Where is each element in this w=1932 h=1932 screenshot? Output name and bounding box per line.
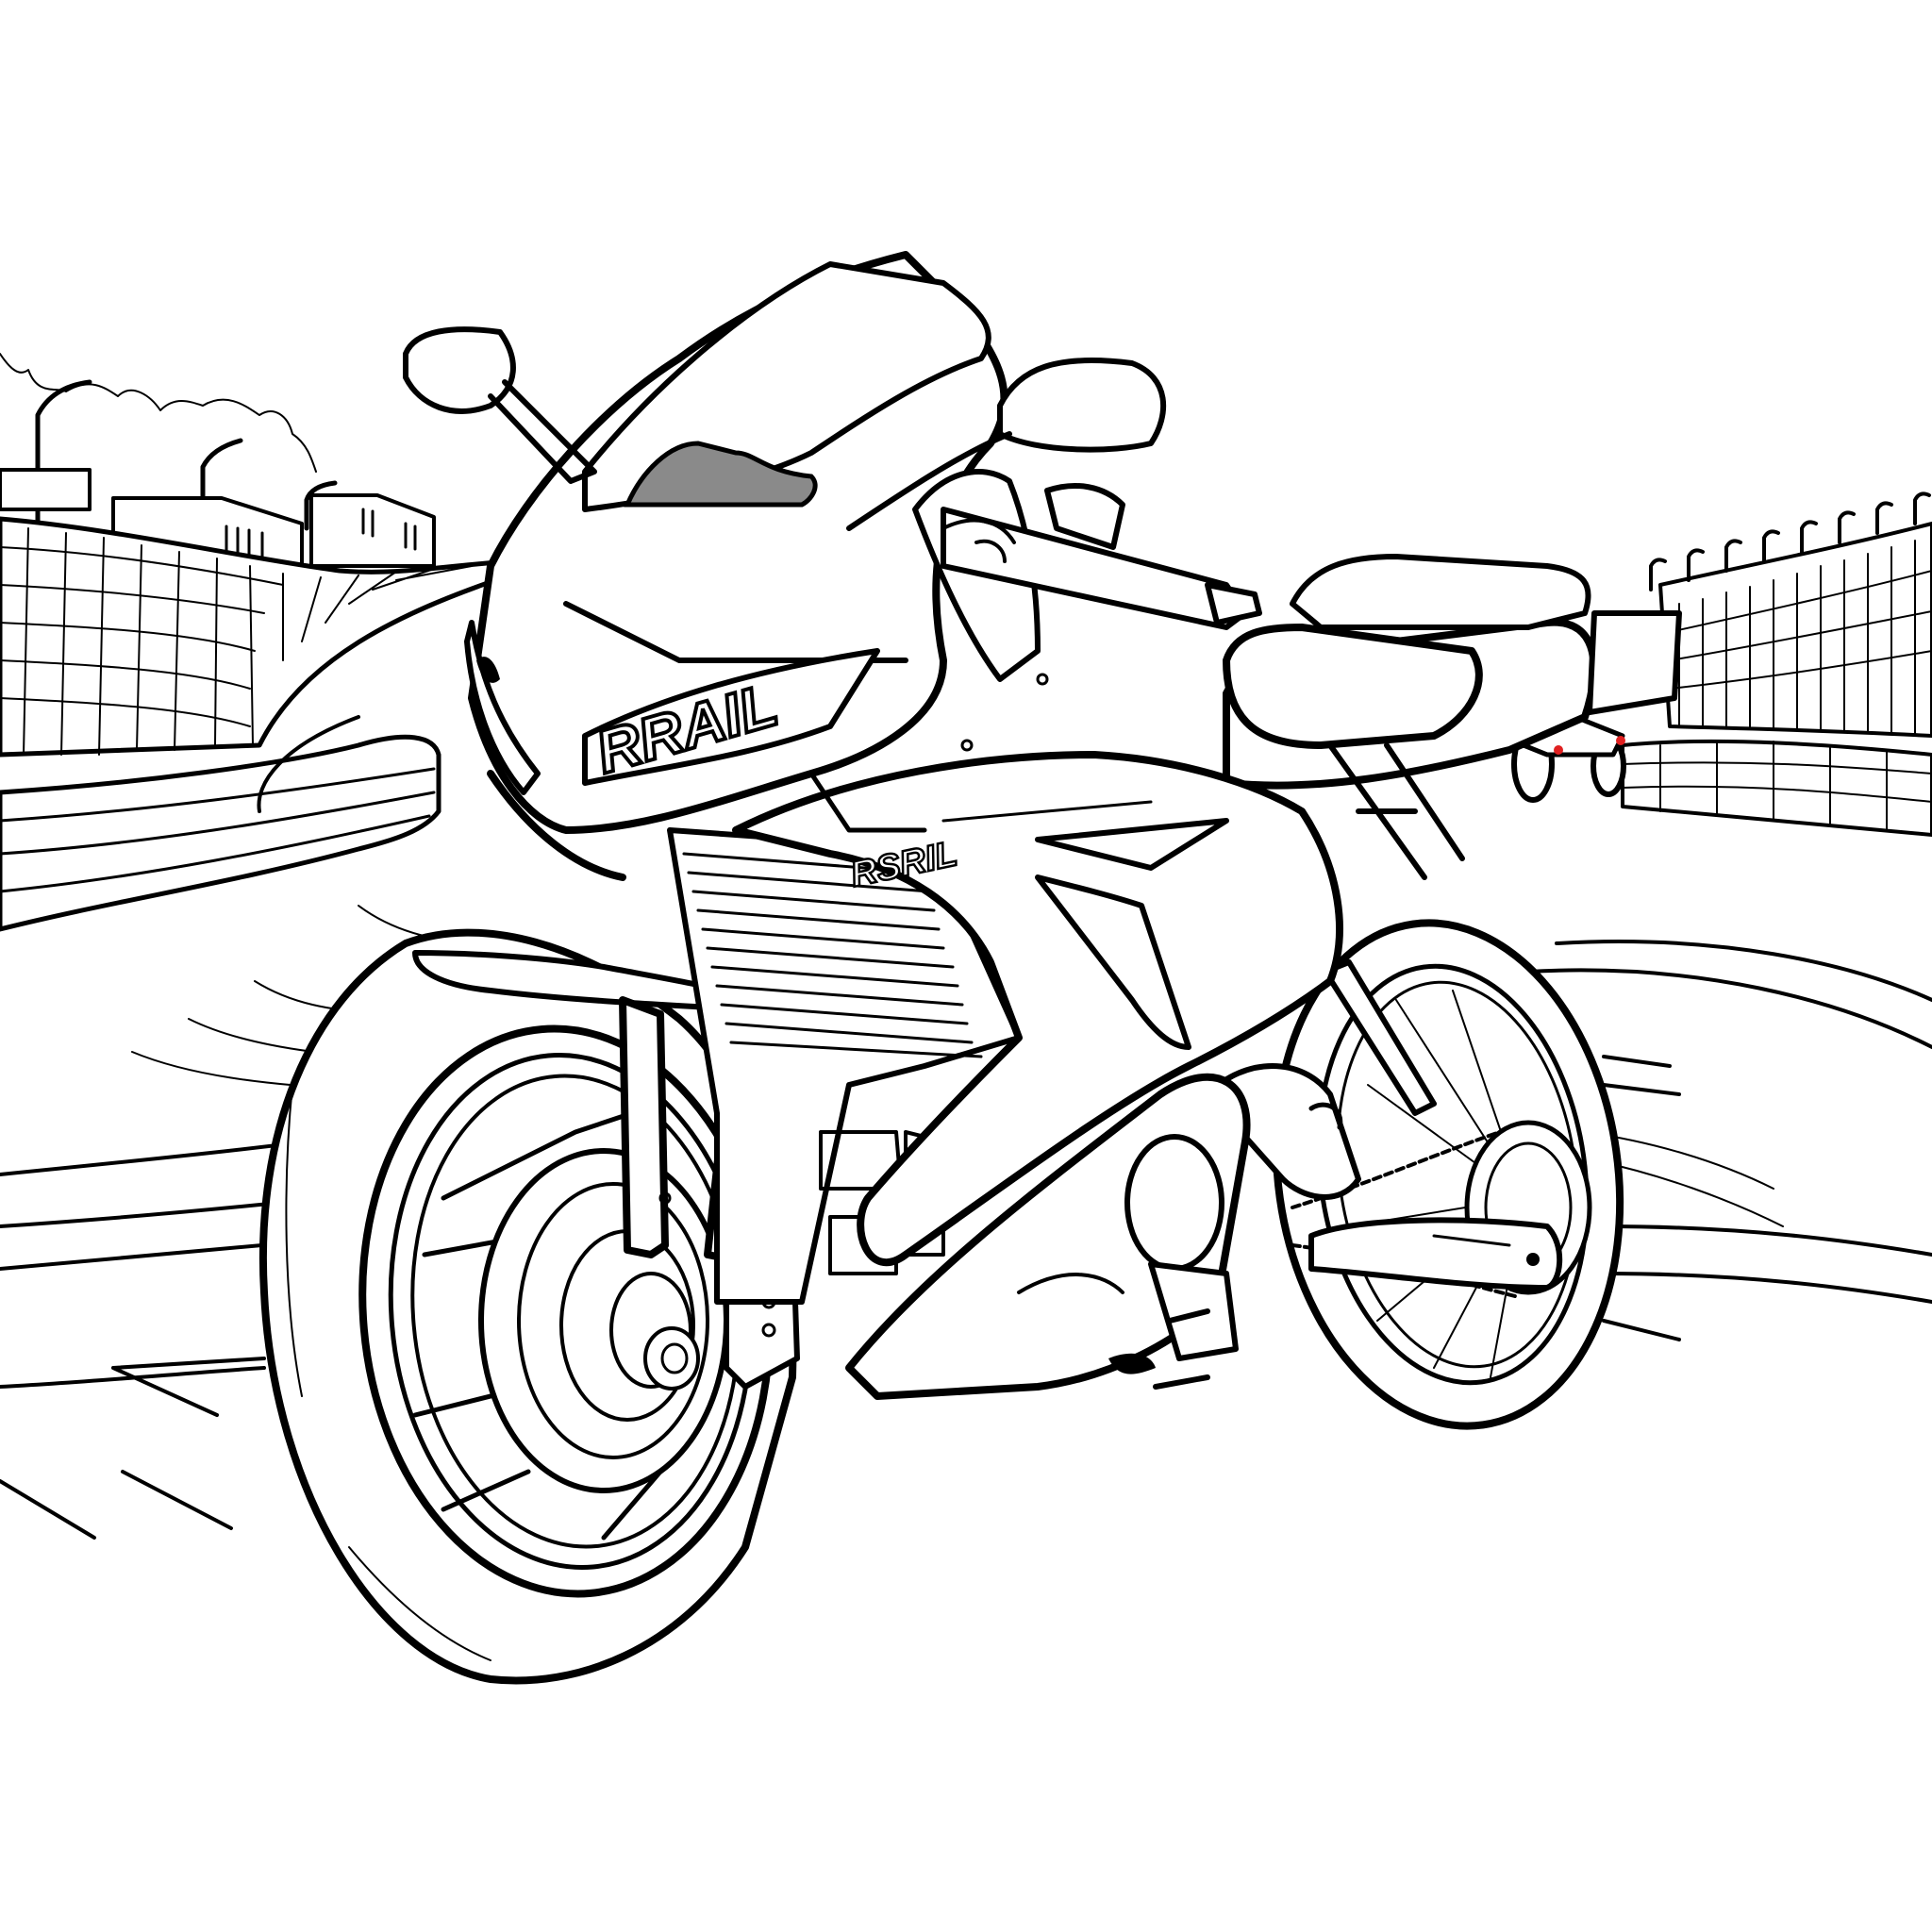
swingarm [1308, 1217, 1563, 1291]
mirror-right [997, 358, 1166, 453]
radiator-fins [682, 852, 983, 1058]
fairing-vent [1035, 818, 1229, 871]
barrier-wall-left [0, 734, 441, 932]
license-plate [1587, 610, 1682, 715]
footpeg-bracket [1148, 1261, 1239, 1361]
fence-mesh [0, 527, 473, 756]
logo-plate [582, 648, 880, 786]
engine-cover [1124, 1134, 1224, 1272]
fairing-vent-lower [1035, 874, 1191, 1050]
street-lamp-icon [200, 438, 243, 503]
mirrors [403, 326, 1166, 531]
brake-lever [1044, 483, 1125, 550]
front-fork-left [619, 996, 669, 1258]
mirror-left [403, 326, 516, 414]
tail-section [1223, 554, 1682, 880]
rear-wheel [1272, 919, 1624, 1430]
street-lamp-icon [304, 480, 338, 531]
rear-shock [1323, 959, 1437, 1116]
rear-seat [1290, 554, 1591, 630]
windscreen-tint [624, 441, 818, 508]
building [0, 468, 92, 511]
seat [1223, 624, 1483, 749]
motorcycle: RSRIL RRAIL [259, 251, 1682, 1685]
tail-light-icon [1554, 745, 1563, 755]
front-axle [643, 1326, 700, 1391]
background-left-buildings [0, 353, 512, 932]
handlebar [941, 483, 1262, 630]
tree-outline-icon [0, 353, 317, 473]
street-lamp-icon [35, 379, 92, 531]
side-fairing [732, 751, 1343, 1266]
tail-light-icon [1616, 736, 1625, 745]
